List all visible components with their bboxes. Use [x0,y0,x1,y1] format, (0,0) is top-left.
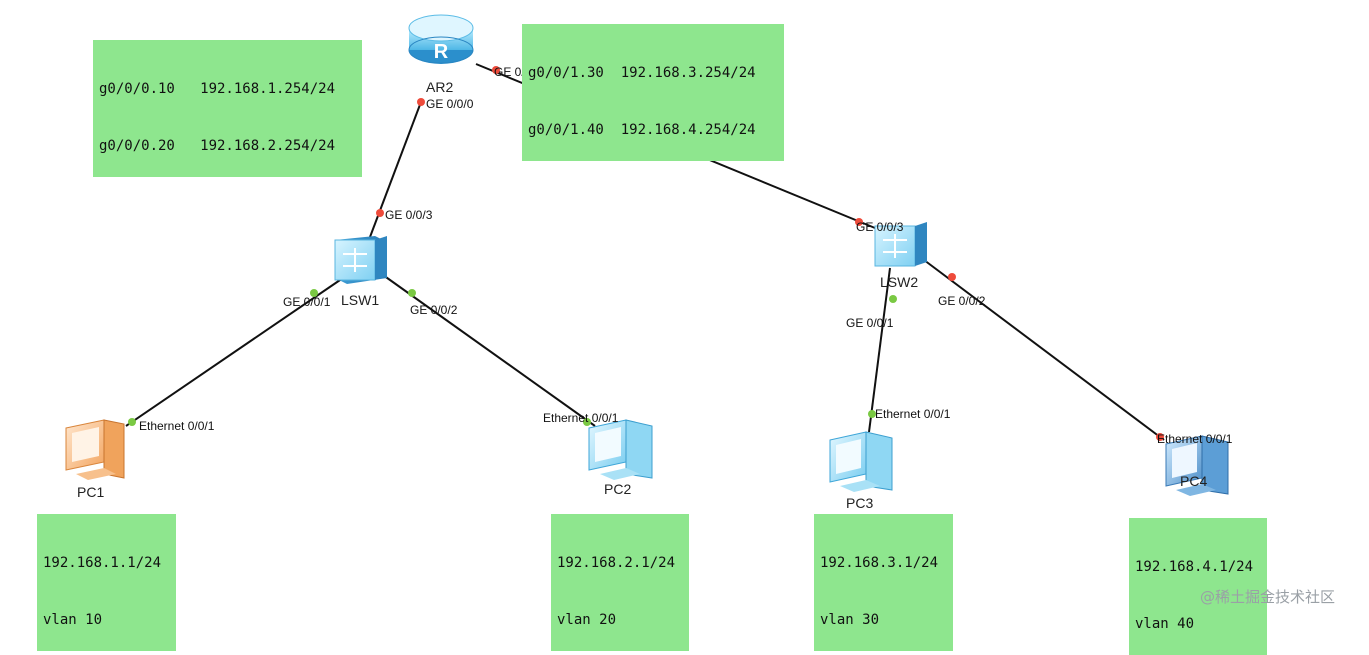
port-label-lsw2-g003: GE 0/0/3 [856,220,904,234]
pc2-icon[interactable] [588,419,653,480]
switch-lsw1-icon[interactable] [334,236,387,284]
link-lsw1-pc2 [382,274,596,427]
port-dot-pc3-eth [868,410,876,418]
port-dot-ar2-g000 [417,98,425,106]
port-dot-pc4-eth [1156,433,1164,441]
port-label-lsw1-g001: GE 0/0/1 [283,295,331,309]
note-line: 192.168.1.1/24 [43,555,162,571]
port-label-lsw2-g001: GE 0/0/1 [846,316,894,330]
note-line: g0/0/1.30 192.168.3.254/24 [528,65,756,81]
svg-text:R: R [434,41,449,63]
port-dot-lsw2-g001 [889,295,897,303]
port-label-ar2-g000: GE 0/0/0 [426,97,474,111]
pc1-icon[interactable] [65,419,125,480]
topology-canvas: R AR2 LSW1 LSW2 PC1 PC2 [65,14,1233,511]
port-label-pc1-eth: Ethernet 0/0/1 [139,419,215,433]
note-line: 192.168.3.1/24 [820,555,939,571]
port-label-pc3-eth: Ethernet 0/0/1 [875,407,951,421]
pc3-label: PC3 [846,495,873,511]
note-line: 192.168.4.1/24 [1135,559,1254,575]
port-label-lsw2-g002: GE 0/0/2 [938,294,986,308]
port-dot-lsw1-g003 [376,209,384,217]
watermark: @稀土掘金技术社区 [1200,588,1336,606]
port-dot-ar2-g001 [492,66,500,74]
note-router-right: g0/0/1.30 192.168.3.254/24 g0/0/1.40 192… [522,24,784,161]
port-dot-lsw1-g001 [310,289,318,297]
port-label-pc2-eth: Ethernet 0/0/1 [543,411,619,425]
note-pc1: 192.168.1.1/24 vlan 10 [37,514,176,651]
note-line: g0/0/0.10 192.168.1.254/24 [99,81,336,97]
note-pc2: 192.168.2.1/24 vlan 20 [551,514,689,651]
switch-lsw2-icon[interactable] [874,222,927,267]
port-dot-pc2-eth [583,418,591,426]
lsw2-label: LSW2 [880,274,918,290]
pc3-icon[interactable] [829,431,893,492]
router-label: AR2 [426,79,453,95]
link-lsw1-pc1 [125,277,344,427]
port-dot-pc1-eth [128,418,136,426]
note-line: vlan 40 [1135,616,1195,632]
port-label-lsw1-g003: GE 0/0/3 [385,208,433,222]
port-dot-lsw2-g003 [855,218,863,226]
note-line: g0/0/1.40 192.168.4.254/24 [528,122,756,138]
link-lsw2-pc3 [868,267,891,433]
pc2-label: PC2 [604,481,631,497]
note-pc3: 192.168.3.1/24 vlan 30 [814,514,953,651]
pc1-label: PC1 [77,484,104,500]
note-line: 192.168.2.1/24 [557,555,676,571]
lsw1-label: LSW1 [341,292,379,308]
pc4-icon[interactable] [1165,435,1229,496]
port-dot-lsw2-g002 [948,273,956,281]
note-line: g0/0/0.20 192.168.2.254/24 [99,138,336,154]
link-lsw2-pc4 [923,259,1165,441]
port-label-lsw1-g002: GE 0/0/2 [410,303,458,317]
port-label-pc4-eth: Ethernet 0/0/1 [1157,432,1233,446]
router-icon[interactable]: R [408,14,474,64]
pc4-label: PC4 [1180,473,1207,489]
note-router-left: g0/0/0.10 192.168.1.254/24 g0/0/0.20 192… [93,40,362,177]
port-dot-lsw1-g002 [408,289,416,297]
